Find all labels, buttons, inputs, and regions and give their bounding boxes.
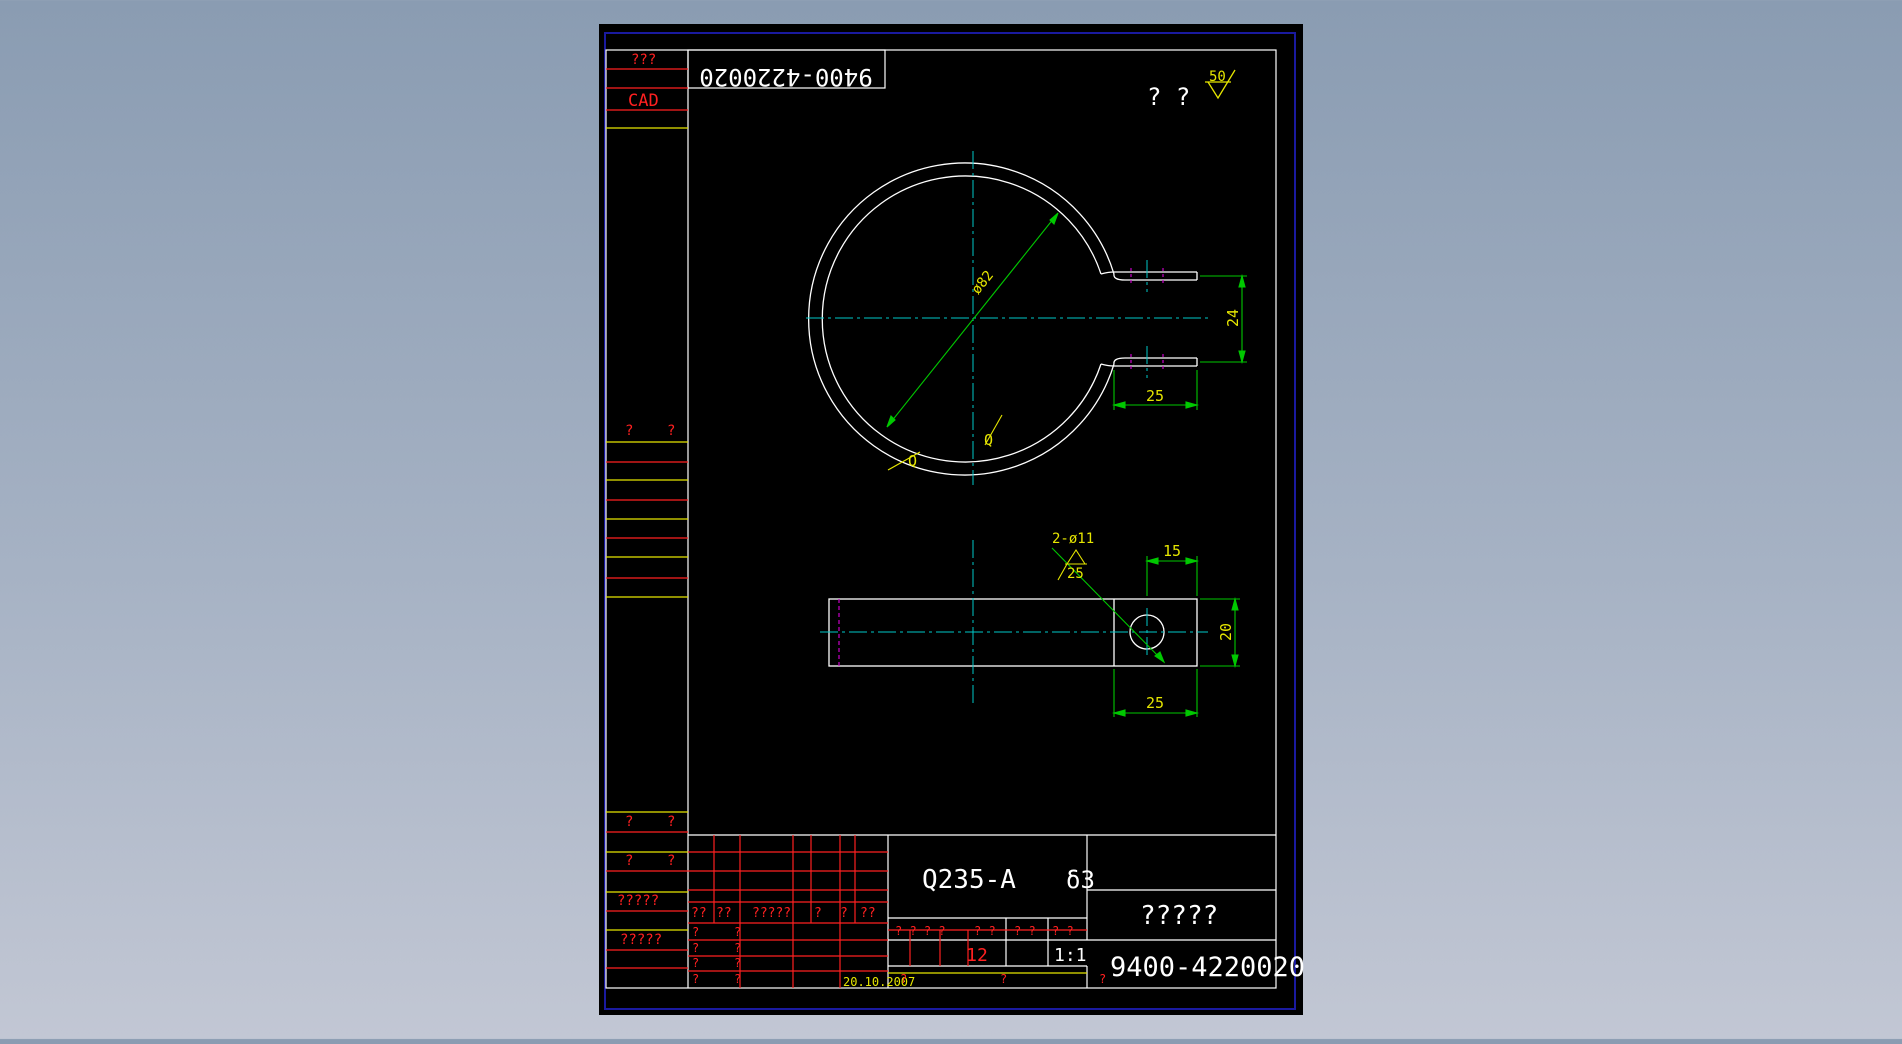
weight-header-2: ? ? xyxy=(974,924,996,938)
row-mark-4: ? xyxy=(692,972,699,986)
thickness-text: δ3 xyxy=(1066,866,1095,894)
side-view-centerlines xyxy=(820,540,1208,707)
bottom-mark-3: ? xyxy=(1099,972,1106,986)
cad-label: CAD xyxy=(628,91,659,111)
quantity-text: 12 xyxy=(966,945,988,966)
top-left-label: ??? xyxy=(631,52,656,68)
scale-text: 1:1 xyxy=(1054,945,1087,966)
dim-gap-text: 24 xyxy=(1224,309,1242,327)
drawing-number-text: 9400-4220020 xyxy=(1110,952,1305,983)
dim-hole-roughness-text: 25 xyxy=(1067,566,1084,582)
sidebar-mark-mid2-2: ? xyxy=(667,853,675,869)
roughness-value: 50 xyxy=(1209,69,1226,85)
left-strip xyxy=(606,49,886,988)
bottom-mark-2: ? xyxy=(1000,972,1007,986)
sidebar-mark-mid2-1: ? xyxy=(625,853,633,869)
dimension-width xyxy=(1200,596,1240,669)
dimension-gap xyxy=(1200,273,1247,365)
weld-mark-1: Q xyxy=(908,452,917,470)
sidebar-mark-top-1: ? xyxy=(625,423,633,439)
clamp-top-view xyxy=(807,162,1198,476)
rev-header-2: ?? xyxy=(716,906,732,921)
rev-header-4: ? xyxy=(814,906,822,921)
part-name-text: ????? xyxy=(1140,901,1218,931)
hole-roughness-icon xyxy=(1057,548,1087,581)
dim-tab-length-bottom-text: 25 xyxy=(1146,694,1164,712)
row-mark-b2: ? xyxy=(734,941,741,955)
row-mark-b3: ? xyxy=(734,956,741,970)
top-view-centerlines xyxy=(806,151,1208,485)
sidebar-label-b: ????? xyxy=(620,932,662,948)
weight-header-1: ? ? ? ? xyxy=(895,924,946,938)
weld-mark-2: Q xyxy=(984,431,993,449)
drawing-sheet xyxy=(599,24,1303,1015)
weight-header-4: ? ? xyxy=(1052,924,1074,938)
rev-header-1: ?? xyxy=(691,906,707,921)
dimension-diameter xyxy=(886,212,1059,428)
title-block xyxy=(688,834,1276,988)
weld-symbol-icon xyxy=(887,414,1003,471)
sidebar-mark-top-2: ? xyxy=(667,423,675,439)
rev-header-5: ? xyxy=(840,906,848,921)
dimension-tab-length-bottom xyxy=(1111,669,1200,717)
date-text: 20.10.2007 xyxy=(843,975,915,989)
row-mark-2: ? xyxy=(692,941,699,955)
top-view-hidden-lines xyxy=(1130,268,1164,370)
dim-holes-text: 2-ø11 xyxy=(1052,531,1094,547)
outer-border xyxy=(604,32,1296,1010)
row-mark-b1: ? xyxy=(734,925,741,939)
dim-tab-length-text: 25 xyxy=(1146,387,1164,405)
dimension-hole-position xyxy=(1144,556,1200,596)
row-mark-1: ? xyxy=(692,925,699,939)
dim-hole-position-text: 15 xyxy=(1163,542,1181,560)
roughness-label: ? ? xyxy=(1147,83,1190,111)
bottom-mark-1: ? xyxy=(900,972,907,986)
sidebar-label-a: ????? xyxy=(617,893,659,909)
row-mark-b4: ? xyxy=(734,972,741,986)
dim-width-text: 20 xyxy=(1217,623,1235,641)
sidebar-mark-mid1-1: ? xyxy=(625,814,633,830)
dimension-hole-callout xyxy=(1051,547,1166,664)
dimension-tab-length xyxy=(1111,370,1200,410)
row-mark-3: ? xyxy=(692,956,699,970)
sidebar-mark-mid1-2: ? xyxy=(667,814,675,830)
roughness-symbol-icon xyxy=(1205,69,1236,100)
rotated-drawing-code: 9400-4220020 xyxy=(699,63,872,91)
weight-header-3: ? ? xyxy=(1014,924,1036,938)
material-text: Q235-A xyxy=(922,865,1016,895)
rev-header-6: ?? xyxy=(860,906,876,921)
rev-header-3: ????? xyxy=(752,906,791,921)
